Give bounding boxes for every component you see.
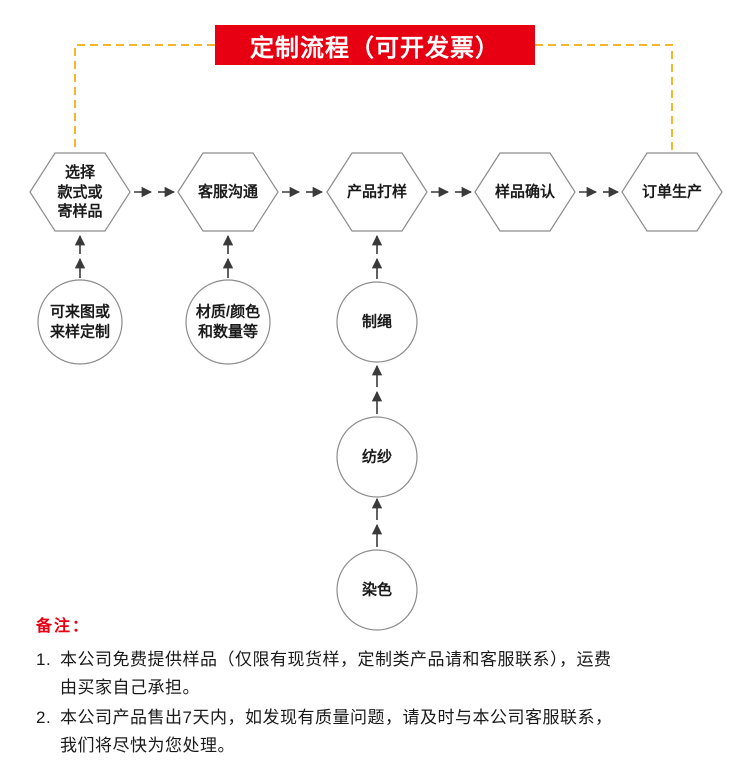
step-label-choose-style: 选择 款式或 寄样品 xyxy=(57,163,102,222)
step-label-order-production: 订单生产 xyxy=(642,182,702,202)
circle-label-line: 材质/颜色 xyxy=(195,303,261,321)
remark-body: 本公司免费提供样品（仅限有现货样，定制类产品请和客服联系），运费 由买家自己承担… xyxy=(60,646,728,702)
step-label-line: 样品确认 xyxy=(494,183,556,201)
step-label-sample-confirmation: 样品确认 xyxy=(495,182,555,202)
remark-number: 2. xyxy=(36,708,52,727)
remarks-title: 备注： xyxy=(36,618,91,635)
circle-label-spinning: 纺纱 xyxy=(362,447,392,467)
remark-line: 本公司免费提供样品（仅限有现货样，定制类产品请和客服联系），运费 xyxy=(60,650,612,669)
title-banner: 定制流程（可开发票） xyxy=(215,25,535,65)
remark-number: 1. xyxy=(36,650,52,669)
hexagon-step-service-communication xyxy=(177,152,279,232)
remark-item-1: 1. 本公司免费提供样品（仅限有现货样，定制类产品请和客服联系），运费 由买家自… xyxy=(36,646,728,702)
circle-label-line: 制绳 xyxy=(361,313,393,331)
step-label-product-sampling: 产品打样 xyxy=(347,182,407,202)
banner-title: 定制流程（可开发票） xyxy=(250,34,500,62)
circle-node-spinning xyxy=(336,416,418,498)
step-label-line: 订单生产 xyxy=(641,183,703,201)
hexagon-step-choose-style xyxy=(29,152,131,232)
step-label-line: 寄样品 xyxy=(57,202,103,220)
sub-circles xyxy=(37,279,418,631)
circle-node-material-color xyxy=(185,279,271,365)
remark-item-2: 2. 本公司产品售出7天内，如发现有质量问题，请及时与本公司客服联系， 我们将尽… xyxy=(36,704,728,760)
circle-node-custom-from-image xyxy=(37,279,123,365)
circle-label-custom-from-image: 可来图或 来样定制 xyxy=(50,303,110,342)
circle-label-line: 纺纱 xyxy=(361,448,393,466)
hexagon-step-product-sampling xyxy=(326,152,428,232)
dashed-connector-right xyxy=(535,44,673,150)
circle-label-line: 染色 xyxy=(361,581,393,599)
circle-node-rope-making xyxy=(336,281,418,363)
circle-label-line: 来样定制 xyxy=(49,323,111,340)
step-label-line: 产品打样 xyxy=(346,183,408,201)
dashed-connectors xyxy=(74,44,673,150)
remark-line: 由买家自己承担。 xyxy=(60,678,200,697)
hexagon-step-sample-confirmation xyxy=(474,152,576,232)
step-label-line: 客服沟通 xyxy=(197,183,259,201)
step-hexagons xyxy=(29,152,723,232)
circle-label-line: 和数量等 xyxy=(197,323,259,340)
circle-label-material-color: 材质/颜色 和数量等 xyxy=(196,303,260,342)
remarks-section: 备注： 1. 本公司免费提供样品（仅限有现货样，定制类产品请和客服联系），运费 … xyxy=(36,612,728,762)
circle-label-line: 可来图或 xyxy=(49,303,111,321)
remark-line: 我们将尽快为您处理。 xyxy=(60,736,235,755)
step-label-line: 选择 xyxy=(64,163,96,181)
remark-body: 本公司产品售出7天内，如发现有质量问题，请及时与本公司客服联系， 我们将尽快为您… xyxy=(60,704,728,760)
circle-label-dyeing: 染色 xyxy=(362,580,392,600)
circle-node-dyeing xyxy=(336,549,418,631)
flow-arrows xyxy=(74,186,620,547)
hexagon-step-order-production xyxy=(621,152,723,232)
dashed-connector-left xyxy=(74,44,215,150)
step-label-line: 款式或 xyxy=(57,183,103,201)
circle-label-rope-making: 制绳 xyxy=(362,312,392,332)
remark-line: 本公司产品售出7天内，如发现有质量问题，请及时与本公司客服联系， xyxy=(60,708,613,727)
step-label-service-communication: 客服沟通 xyxy=(198,182,258,202)
